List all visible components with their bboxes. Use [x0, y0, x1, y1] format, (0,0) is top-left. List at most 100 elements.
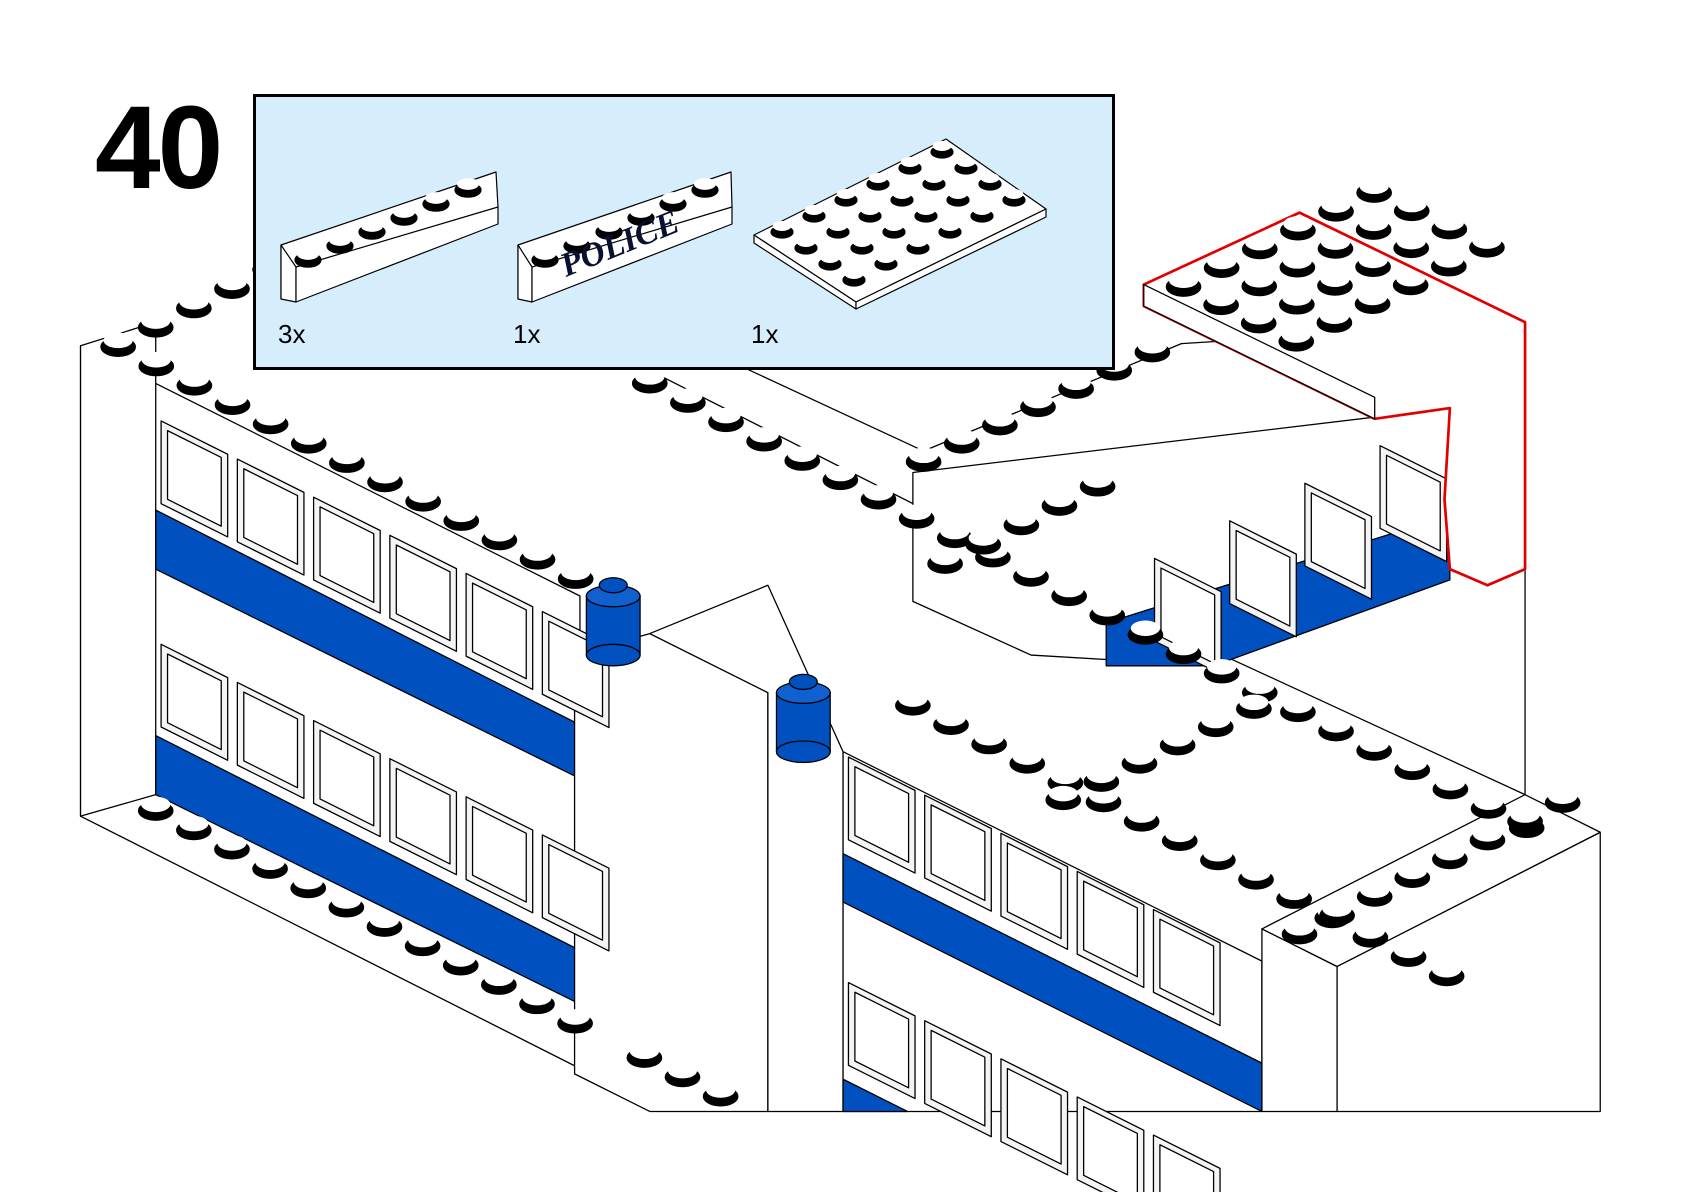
- stud: [390, 206, 418, 226]
- stud: [1356, 736, 1392, 761]
- stud: [930, 141, 954, 159]
- stud: [1544, 788, 1581, 813]
- stud: [1200, 845, 1236, 871]
- stud: [936, 523, 973, 549]
- stud: [971, 730, 1007, 755]
- stud: [965, 530, 1002, 555]
- step-number: 40: [95, 82, 223, 214]
- stud: [442, 951, 479, 976]
- stud: [1394, 755, 1431, 781]
- stud: [366, 912, 403, 937]
- stud: [214, 274, 250, 299]
- stud: [1236, 694, 1272, 719]
- stud: [214, 835, 250, 860]
- stud: [1394, 863, 1431, 888]
- stud: [531, 248, 559, 268]
- stud: [1013, 562, 1049, 587]
- stud: [882, 221, 906, 239]
- stud: [137, 796, 174, 821]
- stud: [802, 205, 826, 223]
- stud: [954, 157, 978, 175]
- stud: [850, 237, 874, 255]
- parts-illustration: POLICE: [280, 138, 1047, 310]
- stud: [1279, 253, 1316, 278]
- stud: [708, 407, 744, 433]
- stud: [328, 893, 365, 918]
- part-count-2: 1x: [513, 319, 541, 349]
- stud: [842, 269, 866, 287]
- stud: [631, 369, 668, 394]
- stud: [138, 352, 175, 377]
- stud: [1121, 749, 1158, 774]
- stud: [895, 691, 931, 716]
- stud: [927, 549, 963, 574]
- stud: [176, 815, 212, 841]
- stud: [1470, 794, 1507, 819]
- stud: [866, 173, 890, 191]
- stud: [1428, 961, 1465, 987]
- stud: [1281, 920, 1318, 945]
- stud: [1279, 290, 1315, 315]
- stud: [1278, 327, 1315, 352]
- stud: [1203, 659, 1240, 684]
- stud: [627, 206, 655, 226]
- stud: [1507, 807, 1543, 832]
- stud: [1041, 491, 1078, 516]
- stud: [826, 221, 850, 239]
- stud: [252, 854, 288, 879]
- stud: [1197, 712, 1234, 738]
- stud: [595, 220, 623, 240]
- stud: [1355, 252, 1391, 277]
- stud: [1280, 697, 1316, 723]
- stud: [626, 1043, 663, 1068]
- stud: [702, 1082, 739, 1107]
- stud: [294, 248, 322, 268]
- stud: [1159, 731, 1196, 756]
- stud: [1047, 768, 1084, 793]
- stud: [422, 192, 450, 212]
- stud: [834, 189, 858, 207]
- stud: [670, 388, 706, 413]
- stud: [860, 485, 897, 510]
- stud: [691, 178, 719, 198]
- stud: [1354, 289, 1391, 315]
- stud: [922, 173, 946, 191]
- stud: [1238, 865, 1274, 890]
- stud: [290, 873, 327, 899]
- stud: [358, 220, 386, 240]
- right-blue-stripe-lower: [842, 1078, 909, 1113]
- stud: [519, 989, 555, 1015]
- stud: [329, 448, 365, 473]
- stud: [794, 237, 818, 255]
- stud: [1165, 272, 1202, 297]
- stud: [978, 173, 1002, 191]
- stud: [176, 371, 213, 396]
- stud: [1203, 290, 1239, 316]
- stud: [100, 332, 136, 357]
- stud: [1134, 338, 1171, 363]
- stud: [1392, 270, 1429, 296]
- stud: [1276, 884, 1312, 909]
- stud: [898, 157, 922, 175]
- stud: [1393, 196, 1430, 222]
- stud: [1161, 826, 1198, 851]
- plate-4x6-icon: [753, 138, 1047, 310]
- stud: [252, 410, 289, 435]
- stud: [404, 931, 441, 957]
- stud: [557, 564, 594, 589]
- parts-list-callout: POLICE 3x 1x 1x: [253, 94, 1115, 370]
- stud: [1352, 923, 1389, 948]
- police-brick-icon: POLICE: [517, 171, 733, 303]
- stud: [454, 178, 482, 198]
- stud: [898, 504, 935, 529]
- stud: [519, 545, 556, 570]
- stud: [938, 221, 962, 239]
- stud: [481, 970, 517, 995]
- stud: [443, 506, 480, 531]
- stud: [1356, 178, 1392, 203]
- stud: [1203, 253, 1240, 279]
- stud: [943, 429, 980, 454]
- stud: [1003, 510, 1040, 536]
- stud: [1317, 271, 1353, 296]
